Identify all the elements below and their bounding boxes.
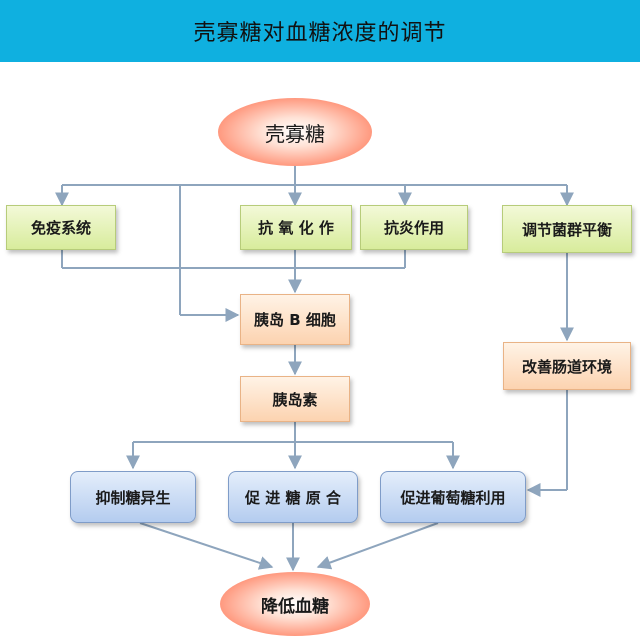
node-promote-glycogenesis: 促 进 糖 原 合 — [228, 471, 358, 523]
node-label: 抗 氧 化 作 — [258, 219, 334, 237]
node-label: 胰岛素 — [272, 390, 318, 409]
node-label: 胰岛 B 细胞 — [254, 311, 336, 329]
node-label: 抗炎作用 — [383, 219, 444, 237]
connector-arrow — [139, 522, 274, 570]
node-label: 降低血糖 — [261, 596, 329, 617]
connector-arrow — [316, 522, 439, 570]
node-label: 免疫系统 — [30, 219, 91, 237]
node-label: 抑制糖异生 — [95, 488, 171, 507]
node-anti-inflammatory: 抗炎作用 — [360, 205, 468, 250]
title-banner: 壳寡糖对血糖浓度的调节 — [0, 0, 640, 62]
node-insulin: 胰岛素 — [240, 376, 350, 422]
node-regulate-flora: 调节菌群平衡 — [502, 205, 632, 253]
node-lower-blood-glucose: 降低血糖 — [220, 572, 370, 636]
page-title: 壳寡糖对血糖浓度的调节 — [193, 21, 447, 46]
node-immune-system: 免疫系统 — [6, 205, 116, 250]
node-label: 壳寡糖 — [265, 121, 325, 146]
node-inhibit-gluconeogenesis: 抑制糖异生 — [70, 471, 196, 523]
node-antioxidant: 抗 氧 化 作 — [240, 205, 352, 250]
node-islet-b-cell: 胰岛 B 细胞 — [240, 294, 350, 345]
node-promote-glucose-use: 促进葡萄糖利用 — [380, 471, 526, 523]
node-improve-gut: 改善肠道环境 — [503, 342, 631, 390]
node-label: 改善肠道环境 — [521, 357, 612, 376]
node-label: 调节菌群平衡 — [521, 220, 612, 239]
node-label: 促进葡萄糖利用 — [400, 488, 506, 507]
node-label: 促 进 糖 原 合 — [245, 488, 341, 507]
node-chitosan-oligosaccharide: 壳寡糖 — [218, 98, 372, 166]
